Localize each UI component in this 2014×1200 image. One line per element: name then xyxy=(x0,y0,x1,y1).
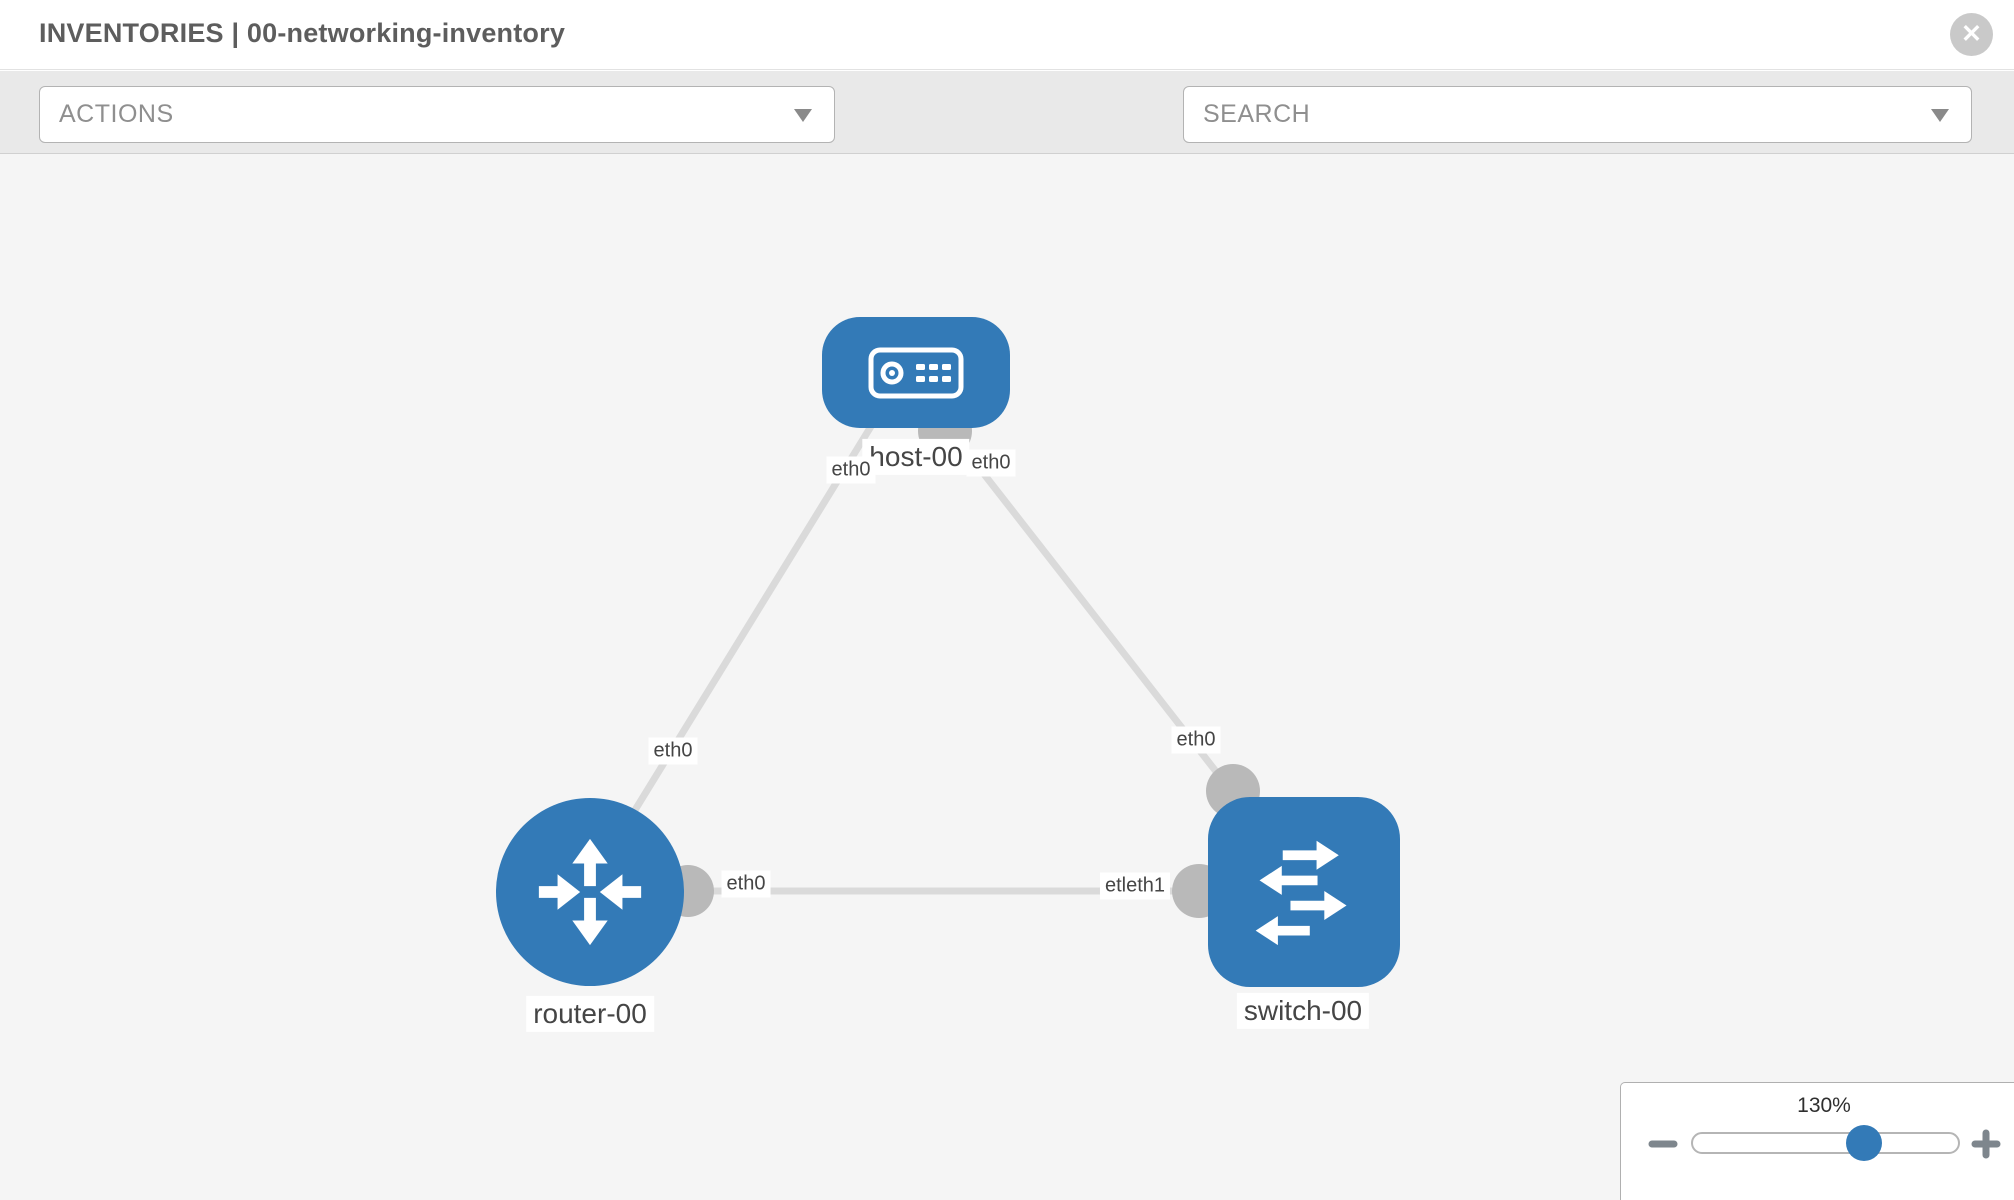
node-label-host: host-00 xyxy=(862,438,970,476)
zoom-slider-track[interactable] xyxy=(1691,1132,1960,1154)
zoom-in-button[interactable] xyxy=(1970,1128,2002,1160)
router-icon xyxy=(538,838,642,946)
interface-label-router-uplink: eth0 xyxy=(648,737,698,765)
plus-icon xyxy=(1971,1129,2001,1159)
host-icon xyxy=(868,347,964,398)
node-switch-00[interactable] xyxy=(1208,797,1400,987)
topology-canvas[interactable]: host-00 router-00 switch-00 eth0 eth0 et… xyxy=(0,154,2014,1200)
search-dropdown-label: SEARCH xyxy=(1203,100,1311,128)
interface-label-host-eth0-left: eth0 xyxy=(826,456,876,484)
interface-label-switch-eth1: etleth1 xyxy=(1099,872,1171,900)
chevron-down-icon xyxy=(1931,108,1949,122)
interface-label-host-eth0-right: eth0 xyxy=(966,449,1016,477)
link-host-router[interactable] xyxy=(589,413,881,882)
close-button[interactable]: ✕ xyxy=(1950,13,1993,56)
switch-icon xyxy=(1255,840,1347,946)
close-icon: ✕ xyxy=(1961,20,1982,48)
node-router-00[interactable] xyxy=(496,798,684,986)
interface-label-switch-uplink: eth0 xyxy=(1171,726,1221,754)
zoom-slider-thumb[interactable] xyxy=(1846,1125,1882,1161)
zoom-level-value: 130% xyxy=(1797,1094,1851,1117)
toolbar: ACTIONS SEARC xyxy=(0,71,2014,204)
node-label-router: router-00 xyxy=(526,995,654,1033)
zoom-panel: 130% xyxy=(1620,1082,2014,1200)
node-label-switch: switch-00 xyxy=(1236,992,1370,1030)
search-dropdown[interactable]: SEARCH xyxy=(1183,86,1972,143)
topology-links-layer xyxy=(589,404,1260,918)
header: INVENTORIES | 00-networking-inventory ✕ xyxy=(0,0,2014,70)
node-host-00[interactable] xyxy=(822,317,1010,428)
actions-dropdown[interactable]: ACTIONS xyxy=(39,86,835,143)
page-title: INVENTORIES | 00-networking-inventory xyxy=(39,18,566,48)
zoom-out-button[interactable] xyxy=(1647,1128,1679,1160)
chevron-down-icon xyxy=(794,108,812,122)
actions-dropdown-label: ACTIONS xyxy=(59,100,174,128)
minus-icon xyxy=(1648,1140,1678,1148)
interface-label-router-eth0: eth0 xyxy=(721,870,771,898)
